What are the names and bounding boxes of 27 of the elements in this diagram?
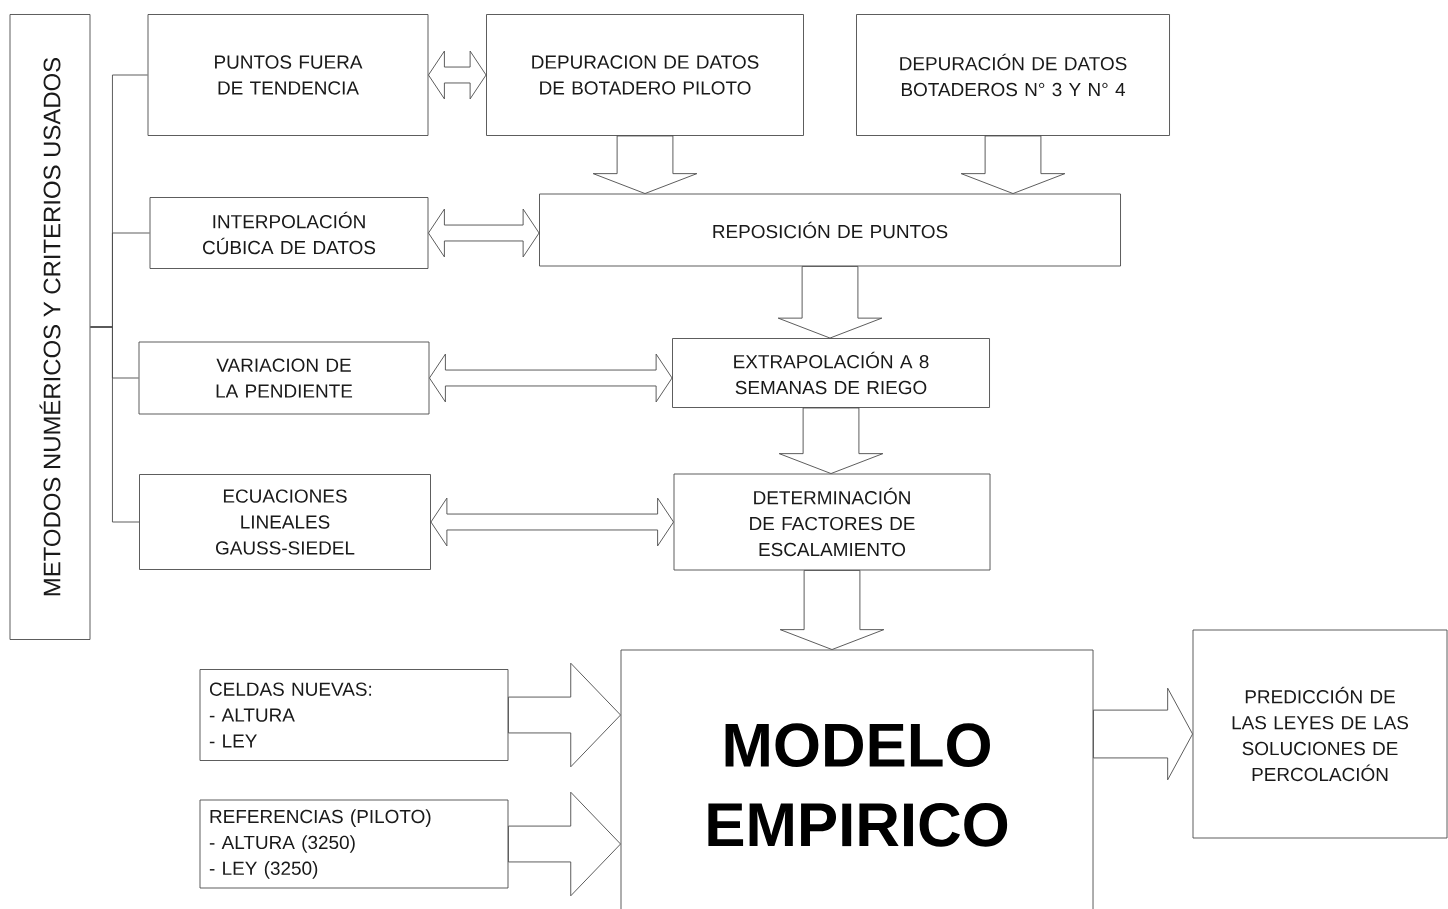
- block-arrow: [777, 266, 883, 339]
- block-arrow: [429, 353, 673, 403]
- block-arrow: [508, 791, 621, 897]
- input-box: CELDAS NUEVAS: - ALTURA - LEY: [199, 669, 509, 761]
- block-arrow: [430, 497, 674, 547]
- process-box: PUNTOS FUERA DE TENDENCIA: [147, 14, 429, 136]
- block-arrow: [960, 135, 1066, 194]
- process-box: INTERPOLACIÓN CÚBICA DE DATOS: [149, 197, 429, 269]
- block-arrow: [778, 407, 884, 474]
- process-box: DETERMINACIÓN DE FACTORES DE ESCALAMIENTO: [673, 473, 991, 571]
- process-box: DEPURACIÓN DE DATOS BOTADEROS N° 3 Y N° 4: [856, 14, 1170, 136]
- process-box: PREDICCIÓN DE LAS LEYES DE LAS SOLUCIONES DE PERCOLACIÓN: [1192, 629, 1448, 839]
- block-arrow: [592, 135, 698, 194]
- connector-line: [90, 326, 140, 523]
- process-box: REPOSICIÓN DE PUNTOS: [539, 193, 1121, 267]
- block-arrow: [779, 570, 885, 650]
- input-box: REFERENCIAS (PILOTO) - ALTURA (3250) - LEY (3250): [199, 799, 509, 889]
- process-box: VARIACION DE LA PENDIENTE: [138, 341, 430, 415]
- model-box: MODELO EMPIRICO: [620, 649, 1094, 909]
- process-box: DEPURACION DE DATOS DE BOTADERO PILOTO: [486, 14, 804, 136]
- block-arrow: [428, 208, 540, 258]
- process-box: EXTRAPOLACIÓN A 8 SEMANAS DE RIEGO: [672, 338, 990, 408]
- process-box: ECUACIONES LINEALES GAUSS-SIEDEL: [139, 474, 431, 570]
- block-arrow: [428, 50, 487, 100]
- block-arrow: [1093, 687, 1193, 781]
- block-arrow: [508, 662, 621, 768]
- methods-box: METODOS NUMÉRICOS Y CRITERIOS USADOS: [9, 14, 91, 640]
